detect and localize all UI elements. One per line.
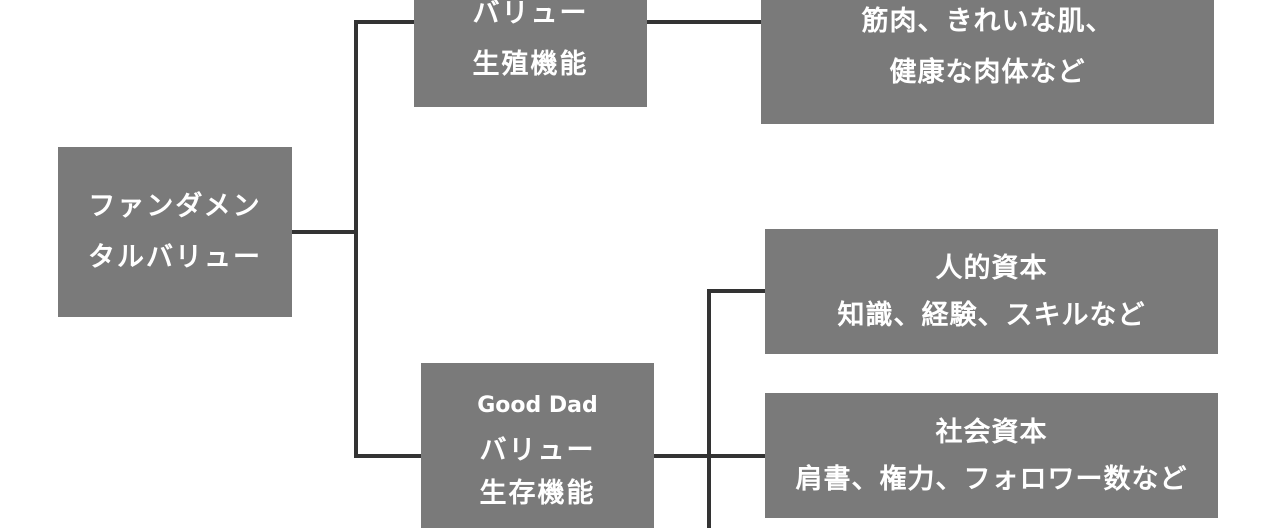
connector-root-out (292, 230, 356, 234)
root-node-line2: タルバリュー (88, 242, 262, 273)
node-bottom-line2: バリュー (479, 435, 596, 466)
leaf-social-title: 社会資本 (935, 416, 1048, 448)
node-bottom-line3: 生存機能 (479, 478, 596, 509)
leaf-top-line1: 筋肉、きれいな肌、 (861, 6, 1114, 37)
connector-to-node-bottom (354, 454, 423, 458)
node-top-line1: バリュー (472, 0, 589, 29)
leaf-human-title: 人的資本 (935, 252, 1048, 284)
connector-bottom-trunk (707, 289, 711, 528)
leaf-human-detail: 知識、経験、スキルなど (837, 299, 1146, 331)
leaf-human-capital: 人的資本 知識、経験、スキルなど (765, 229, 1218, 354)
node-top-line2: 生殖機能 (472, 48, 589, 80)
connector-to-node-top (354, 20, 416, 24)
root-node-fundamental-value: ファンダメン タルバリュー (58, 147, 292, 317)
leaf-social-detail: 肩書、権力、フォロワー数など (795, 463, 1188, 495)
connector-to-leaf-human (707, 289, 767, 293)
node-reproduction-value: バリュー 生殖機能 (414, 0, 647, 107)
leaf-social-capital: 社会資本 肩書、権力、フォロワー数など (765, 393, 1218, 518)
node-bottom-line1: Good Dad (477, 393, 598, 418)
connector-node-top-to-leaf (647, 20, 763, 24)
connector-root-trunk (354, 20, 358, 458)
leaf-physical-attributes: 筋肉、きれいな肌、 健康な肉体など (761, 0, 1214, 124)
root-node-line1: ファンダメン (88, 191, 262, 222)
node-good-dad-value: Good Dad バリュー 生存機能 (421, 363, 654, 528)
leaf-top-line2: 健康な肉体など (889, 57, 1086, 88)
